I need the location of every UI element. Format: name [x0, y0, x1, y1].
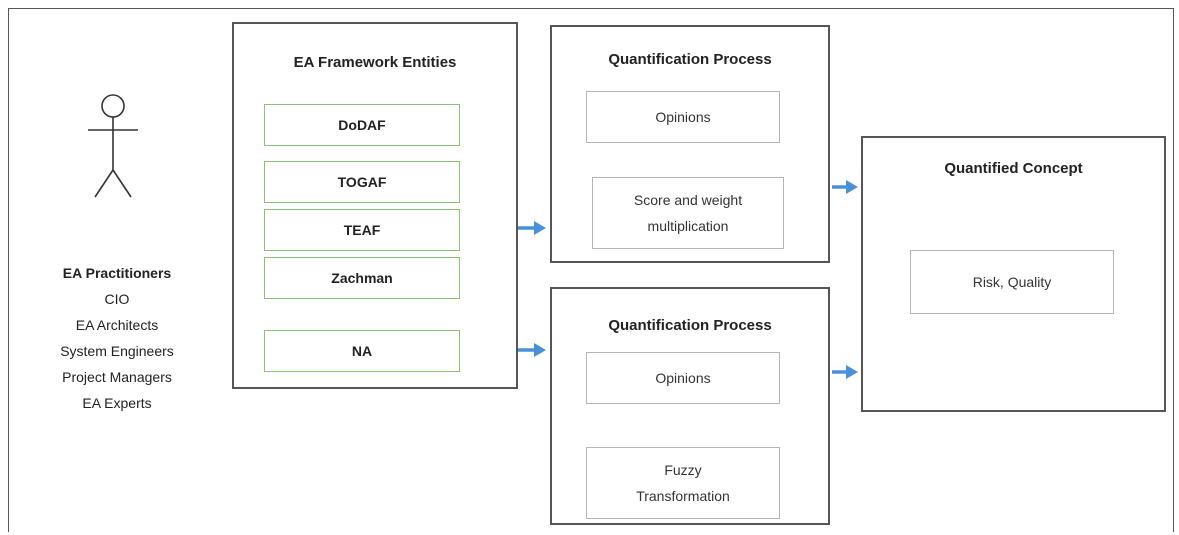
actor-icon — [88, 94, 138, 198]
concept-title: Quantified Concept — [944, 160, 1083, 177]
framework-teaf: TEAF — [264, 209, 460, 251]
frameworks-box: EA Framework Entities DoDAF TOGAF TEAF Z… — [232, 22, 518, 389]
concept-box: Quantified Concept Risk, Quality — [861, 136, 1166, 412]
process-top-box: Quantification Process Opinions Score an… — [550, 25, 830, 263]
practitioners-heading: EA Practitioners — [62, 265, 172, 281]
fuzzy-line2: Transformation — [636, 488, 730, 504]
frameworks-title: EA Framework Entities — [293, 54, 457, 71]
role-ea-experts: EA Experts — [82, 395, 152, 411]
arrow-bottom-process-to-concept — [832, 365, 858, 379]
practitioners-list: EA Practitioners CIO EA Architects Syste… — [22, 260, 212, 416]
role-system-engineers: System Engineers — [60, 343, 174, 359]
framework-dodaf: DoDAF — [264, 104, 460, 146]
process-top-score-weight: Score and weight multiplication — [592, 177, 784, 249]
score-weight-line1: Score and weight — [633, 192, 743, 208]
process-bottom-box: Quantification Process Opinions Fuzzy Tr… — [550, 287, 830, 525]
arrow-frameworks-to-top-process — [518, 221, 546, 235]
role-cio: CIO — [104, 291, 130, 307]
process-top-opinions: Opinions — [586, 91, 780, 143]
diagram-frame — [8, 8, 1174, 532]
process-top-title: Quantification Process — [608, 51, 772, 68]
score-weight-line2: multiplication — [647, 218, 729, 234]
framework-togaf: TOGAF — [264, 161, 460, 203]
process-bottom-fuzzy: Fuzzy Transformation — [586, 447, 780, 519]
arrow-frameworks-to-bottom-process — [518, 343, 546, 357]
process-bottom-title: Quantification Process — [608, 317, 772, 334]
role-ea-architects: EA Architects — [75, 317, 159, 333]
framework-na: NA — [264, 330, 460, 372]
concept-risk-quality: Risk, Quality — [910, 250, 1114, 314]
process-bottom-opinions: Opinions — [586, 352, 780, 404]
arrow-top-process-to-concept — [832, 180, 858, 194]
fuzzy-line1: Fuzzy — [664, 462, 702, 478]
framework-zachman: Zachman — [264, 257, 460, 299]
role-project-managers: Project Managers — [62, 369, 172, 385]
